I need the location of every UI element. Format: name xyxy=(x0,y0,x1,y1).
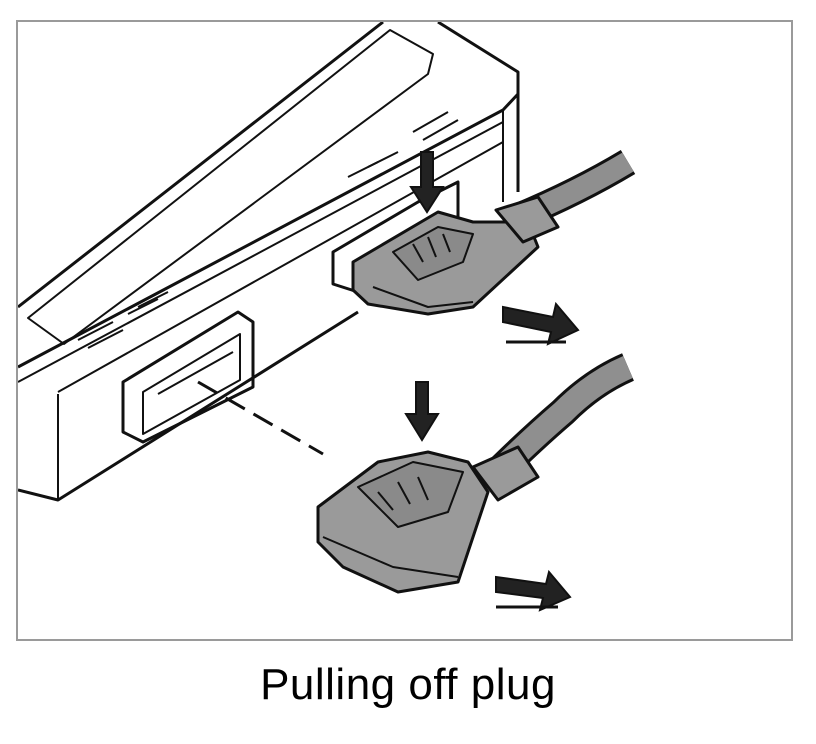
plug-removed-icon xyxy=(316,353,635,594)
device-illustration-icon xyxy=(18,22,520,502)
illustration xyxy=(18,22,636,612)
down-arrow-icon xyxy=(404,151,445,442)
illustration-frame xyxy=(16,20,793,641)
guide-dashed-line xyxy=(197,380,324,456)
pull-arrow-icon xyxy=(495,301,580,612)
caption: Pulling off plug xyxy=(260,660,556,709)
plug-inserted-icon xyxy=(351,149,636,316)
